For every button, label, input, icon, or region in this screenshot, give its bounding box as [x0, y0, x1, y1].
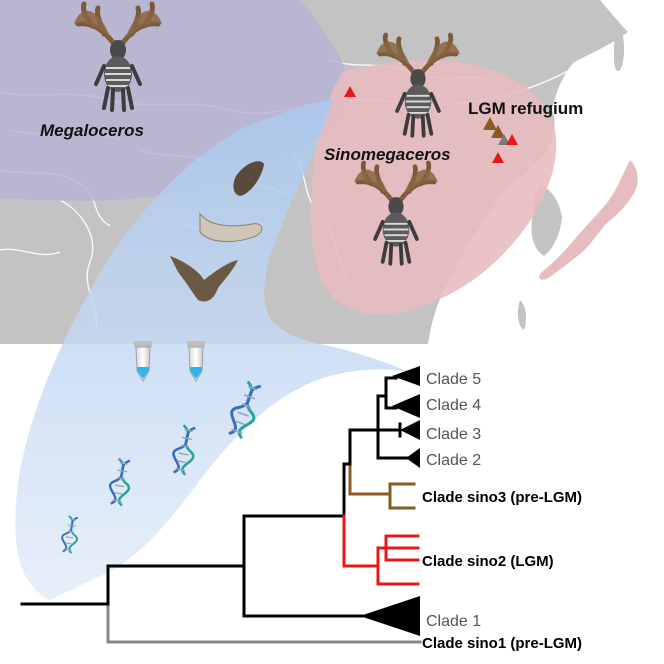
branch-sino2	[342, 514, 420, 586]
clade2-triangle	[406, 448, 420, 468]
clade4-triangle	[392, 394, 420, 418]
label-megaloceros: Megaloceros	[40, 121, 144, 140]
sino2-label: Clade sino2 (LGM)	[422, 553, 554, 570]
bone-fragment-skull	[170, 256, 238, 302]
clade1-triangle	[360, 596, 420, 636]
clade5-triangle	[392, 366, 420, 386]
branch-node-a	[242, 514, 364, 618]
label-lgm-refugium: LGM refugium	[468, 99, 583, 118]
bone-fragment-jaw	[233, 161, 264, 196]
clade1-label: Clade 1	[426, 613, 481, 630]
clade4-label: Clade 4	[426, 397, 481, 414]
clade5-label: Clade 5	[426, 371, 481, 388]
branch-sino3	[348, 462, 416, 510]
clade3-triangle	[400, 420, 420, 440]
landmass-japan	[539, 160, 638, 280]
landmass-sakhalin	[614, 20, 625, 72]
landmass-taiwan	[517, 300, 527, 330]
branch-node-c	[348, 376, 412, 466]
clade-triangles	[360, 366, 420, 636]
clade-labels: Clade 5 Clade 4 Clade 3 Clade 2 Clade si…	[422, 371, 582, 652]
clade3-label: Clade 3	[426, 426, 481, 443]
sino3-label: Clade sino3 (pre-LGM)	[422, 489, 582, 506]
clade2-label: Clade 2	[426, 452, 481, 469]
sampling-fan	[15, 98, 410, 600]
sinomegaceros-range	[311, 60, 557, 315]
bone-fragment-mandible	[199, 212, 263, 242]
sino1-label: Clade sino1 (pre-LGM)	[422, 635, 582, 652]
branch-sino1	[106, 602, 422, 644]
branch-node-b-upper	[342, 462, 352, 518]
label-sinomegaceros: Sinomegaceros	[324, 145, 451, 164]
phylogenetic-tree	[20, 376, 422, 644]
branch-ingroup	[106, 564, 246, 606]
